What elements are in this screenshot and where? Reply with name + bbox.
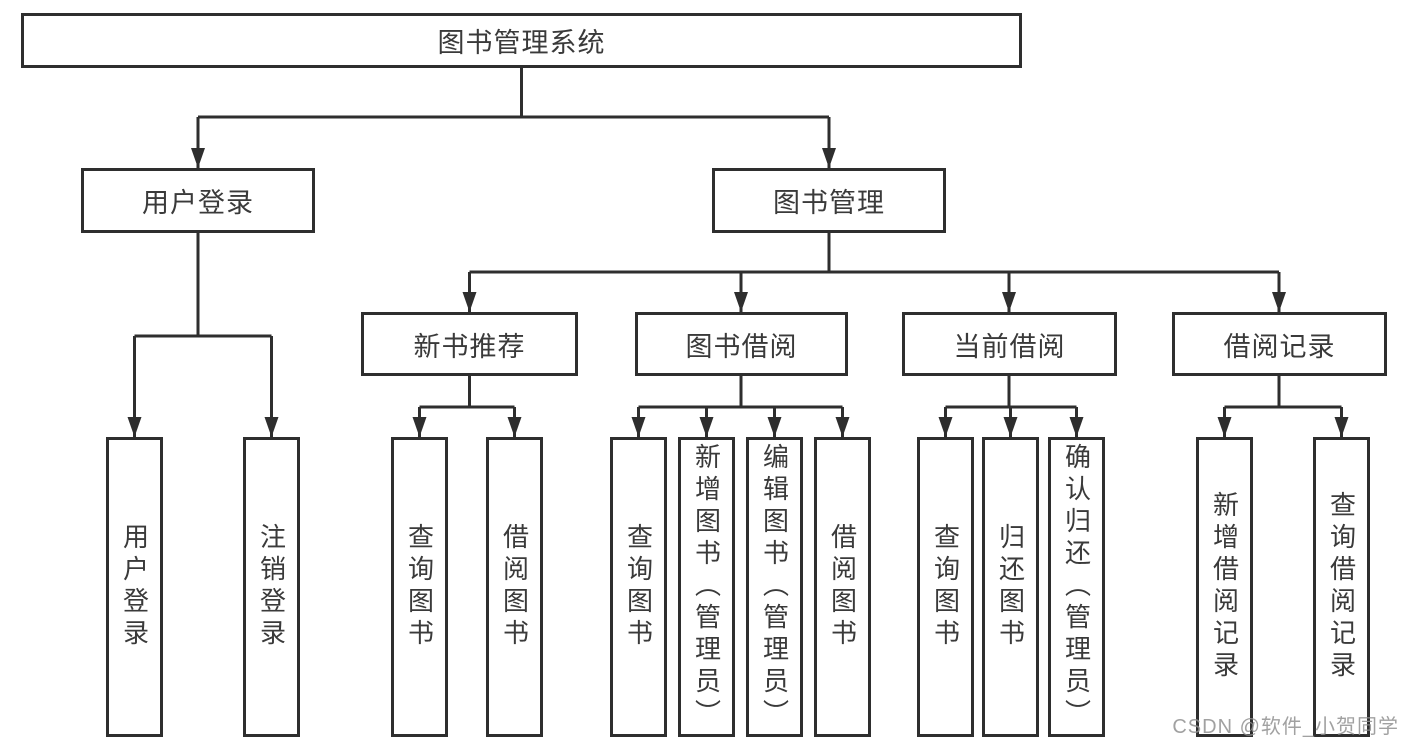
node-label: 确认归还（管理员） — [1061, 443, 1092, 731]
leaf-query-book-recommend: 查询图书 — [391, 437, 448, 737]
node-current-borrowing: 当前借阅 — [902, 312, 1117, 376]
node-label: 编辑图书（管理员） — [759, 443, 790, 731]
leaf-confirm-return-admin: 确认归还（管理员） — [1048, 437, 1105, 737]
node-label: 注销登录 — [256, 523, 287, 651]
node-label: 当前借阅 — [953, 331, 1066, 362]
leaf-user-login: 用户登录 — [106, 437, 163, 737]
node-book-borrowing: 图书借阅 — [635, 312, 848, 376]
leaf-add-borrow-record: 新增借阅记录 — [1196, 437, 1253, 737]
node-label: 用户登录 — [119, 523, 150, 651]
leaf-add-book-admin: 新增图书（管理员） — [678, 437, 735, 737]
node-label: 新增借阅记录 — [1209, 491, 1240, 683]
node-label: 借阅记录 — [1223, 331, 1336, 362]
watermark: CSDN @软件_小贺同学 — [1172, 716, 1399, 738]
node-label: 借阅图书 — [827, 523, 858, 651]
node-label: 新增图书（管理员） — [691, 443, 722, 731]
leaf-query-book-borrowing: 查询图书 — [610, 437, 667, 737]
node-label: 查询借阅记录 — [1326, 491, 1357, 683]
node-label: 图书管理 — [773, 188, 885, 218]
node-new-book-recommendation: 新书推荐 — [361, 312, 578, 376]
leaf-logout: 注销登录 — [243, 437, 300, 737]
node-label: 查询图书 — [930, 523, 961, 651]
node-book-management: 图书管理 — [712, 168, 946, 233]
leaf-return-book: 归还图书 — [982, 437, 1039, 737]
node-label: 借阅图书 — [499, 523, 530, 651]
leaf-query-borrow-record: 查询借阅记录 — [1313, 437, 1370, 737]
node-label: 新书推荐 — [413, 331, 526, 362]
node-label: 图书管理系统 — [437, 28, 606, 58]
node-label: 查询图书 — [404, 523, 435, 651]
leaf-borrow-book: 借阅图书 — [814, 437, 871, 737]
node-label: 图书借阅 — [685, 331, 798, 362]
leaf-borrow-book-recommend: 借阅图书 — [486, 437, 543, 737]
node-label: 查询图书 — [623, 523, 654, 651]
node-borrowing-records: 借阅记录 — [1172, 312, 1387, 376]
node-label: 归还图书 — [995, 523, 1026, 651]
node-user-login: 用户登录 — [81, 168, 315, 233]
node-label: 用户登录 — [142, 188, 254, 218]
leaf-query-book-current: 查询图书 — [917, 437, 974, 737]
node-library-management-system: 图书管理系统 — [21, 13, 1022, 68]
connector-rails — [134, 68, 1342, 409]
leaf-edit-book-admin: 编辑图书（管理员） — [746, 437, 803, 737]
